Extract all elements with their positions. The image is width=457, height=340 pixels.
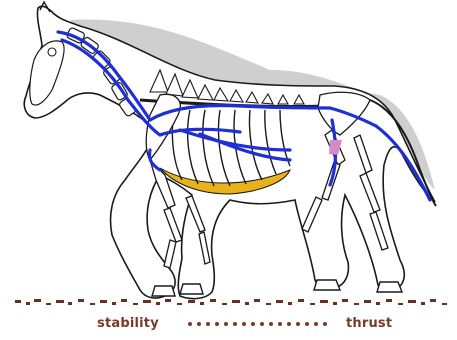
dotted-arrow-line xyxy=(186,318,334,330)
ground-line xyxy=(15,299,447,305)
stability-label: stability xyxy=(97,316,159,331)
horse-silhouette xyxy=(24,6,435,298)
thrust-label: thrust xyxy=(346,316,392,331)
